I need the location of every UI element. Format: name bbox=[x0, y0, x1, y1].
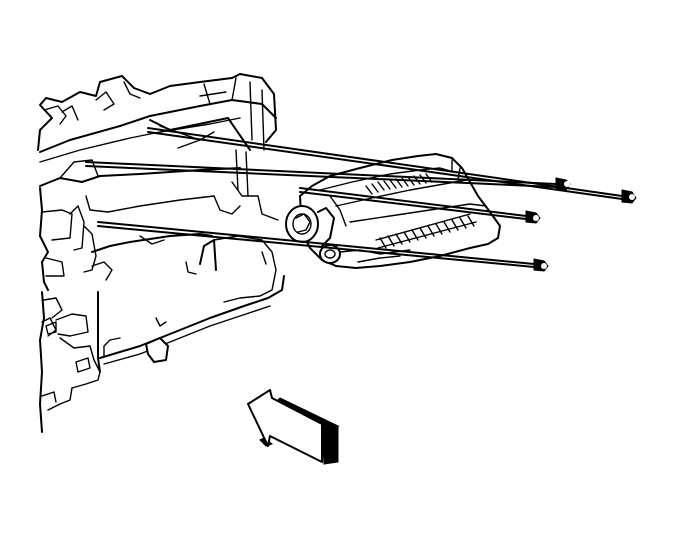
mounting-screw bbox=[85, 161, 571, 191]
module-ribs-lower bbox=[375, 213, 477, 249]
mounting-screw bbox=[299, 187, 541, 224]
mounting-screw bbox=[147, 127, 637, 204]
mounting-screw bbox=[97, 221, 549, 272]
module-end-cap bbox=[285, 205, 341, 264]
mounting-screws bbox=[85, 127, 637, 272]
instrument-panel-carrier bbox=[37, 73, 285, 433]
direction-arrow bbox=[247, 389, 340, 465]
